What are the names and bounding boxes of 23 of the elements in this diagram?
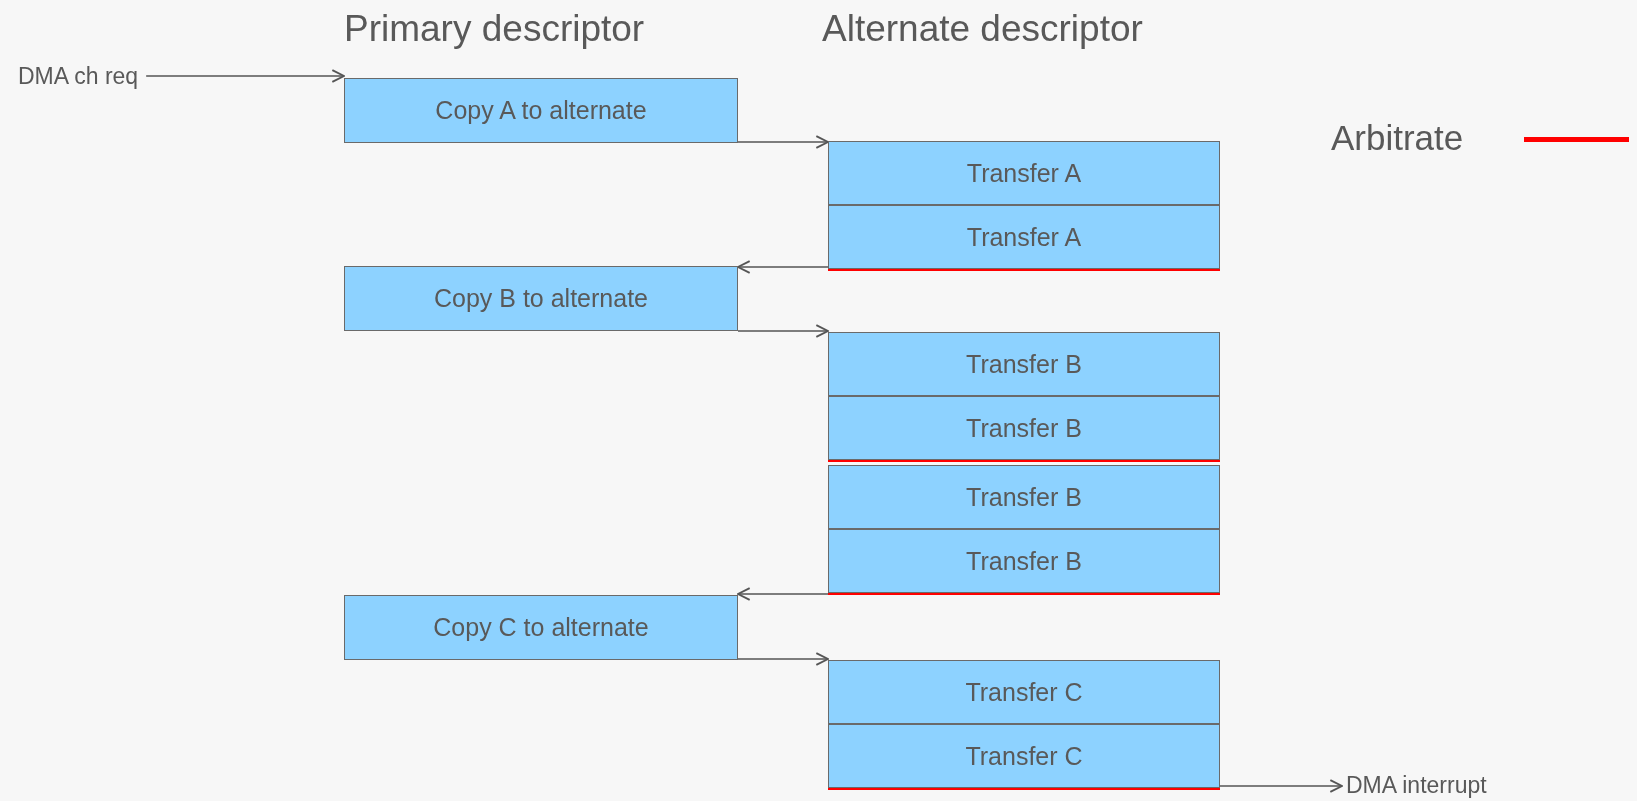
legend-text: Arbitrate bbox=[1331, 118, 1464, 158]
signal-label: DMA ch req bbox=[18, 60, 139, 92]
column-heading: Alternate descriptor bbox=[822, 8, 1143, 50]
arrow bbox=[1219, 779, 1343, 793]
signal-label: DMA interrupt bbox=[1346, 769, 1487, 801]
descriptor-box: Transfer A bbox=[828, 141, 1220, 205]
descriptor-box: Transfer B bbox=[828, 396, 1220, 460]
descriptor-box: Copy C to alternate bbox=[344, 595, 738, 660]
descriptor-box: Copy B to alternate bbox=[344, 266, 738, 331]
descriptor-box: Transfer B bbox=[828, 332, 1220, 396]
descriptor-box: Transfer C bbox=[828, 660, 1220, 724]
descriptor-box: Transfer B bbox=[828, 465, 1220, 529]
arrow bbox=[737, 587, 829, 601]
column-heading: Primary descriptor bbox=[344, 8, 645, 50]
arrow bbox=[737, 260, 829, 274]
arrow bbox=[737, 324, 829, 338]
descriptor-box: Transfer C bbox=[828, 724, 1220, 788]
descriptor-box: Transfer A bbox=[828, 205, 1220, 269]
arrow bbox=[737, 652, 829, 666]
descriptor-box: Copy A to alternate bbox=[344, 78, 738, 143]
descriptor-box: Transfer B bbox=[828, 529, 1220, 593]
arrow bbox=[145, 69, 345, 83]
arrow bbox=[737, 135, 829, 149]
